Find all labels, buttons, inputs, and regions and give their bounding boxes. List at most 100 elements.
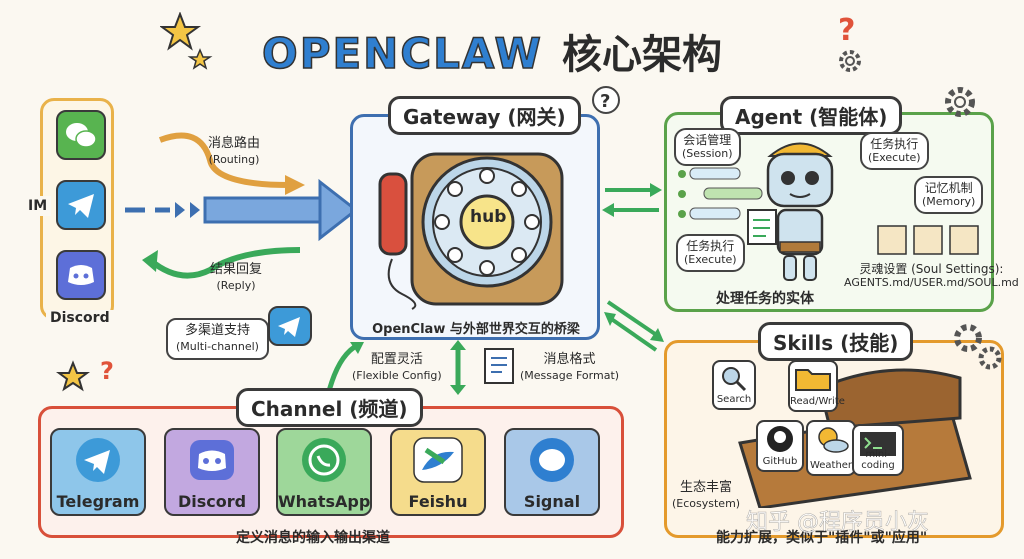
gateway-skills-arrows <box>604 300 664 352</box>
phone-icon <box>378 152 564 310</box>
execute-top-cn: 任务执行 <box>870 137 919 151</box>
memory-en: (Memory) <box>922 195 976 208</box>
execute-left-en: (Execute) <box>684 253 737 266</box>
wechat-app-icon[interactable] <box>56 110 106 160</box>
star-icon: ? <box>56 357 114 392</box>
gear-icon <box>839 50 861 72</box>
discord-icon <box>190 440 234 480</box>
channel-telegram-label: Telegram <box>56 492 140 511</box>
execute-top-en: (Execute) <box>868 151 921 164</box>
im-side-label: IM <box>24 196 52 216</box>
skills-caption: 能力扩展，类似于"插件"或"应用" <box>716 530 928 546</box>
multichannel-label-en: (Multi-channel) <box>176 340 259 353</box>
whatsapp-icon <box>302 438 346 482</box>
question-icon: ? <box>592 86 620 114</box>
channel-discord-label: Discord <box>177 492 247 511</box>
search-skill-label: Search <box>716 394 752 405</box>
execute-top-bubble: 任务执行 (Execute) <box>860 132 929 170</box>
telegram-icon <box>76 438 120 482</box>
session-cn: 会话管理 <box>683 133 732 147</box>
soul-settings: 灵魂设置 (Soul Settings): AGENTS.md/USER.md/… <box>844 262 1019 290</box>
memory-bubble: 记忆机制 (Memory) <box>914 176 984 214</box>
format-label: 消息格式 (Message Format) <box>520 352 619 384</box>
channel-caption: 定义消息的输入输出渠道 <box>236 530 390 546</box>
routing-label: 消息路由 (Routing) <box>208 136 260 168</box>
gateway-caption: OpenClaw 与外部世界交互的桥梁 <box>372 322 580 337</box>
page-title: OPENCLAW 核心架构 <box>261 22 782 79</box>
hub-label: hub <box>470 207 507 227</box>
weather-skill[interactable]: Weather <box>806 420 856 476</box>
config-label-cn: 配置灵活 <box>370 352 423 367</box>
skills-header: Skills (技能) <box>758 322 914 361</box>
minicoding-skill-label: mini-coding <box>861 449 895 471</box>
telegram-app-icon[interactable] <box>56 180 106 230</box>
github-skill[interactable]: GitHub <box>756 420 804 472</box>
readwrite-skill-label: Read/Write <box>790 396 845 407</box>
reply-label-cn: 结果回复 <box>210 262 263 277</box>
im-bottom-label: Discord <box>46 310 114 326</box>
title-cn: 核心架构 <box>561 32 722 78</box>
gear-icon <box>945 87 975 117</box>
search-icon <box>722 367 747 392</box>
search-skill[interactable]: Search <box>712 360 756 410</box>
ecosystem-cn: 生态丰富 <box>680 480 733 495</box>
channel-discord[interactable]: Discord <box>164 428 260 516</box>
format-label-cn: 消息格式 <box>543 352 596 367</box>
gateway-agent-arrows <box>602 183 662 217</box>
wechat-icon <box>66 123 97 148</box>
channel-whatsapp-label: WhatsApp <box>278 492 371 511</box>
channel-telegram[interactable]: Telegram <box>50 428 146 516</box>
config-label: 配置灵活 (Flexible Config) <box>352 352 442 384</box>
reply-label-en: (Reply) <box>216 279 256 292</box>
scroll-icon <box>877 225 979 255</box>
reply-label: 结果回复 (Reply) <box>210 262 262 294</box>
terminal-icon <box>860 432 896 456</box>
feishu-icon <box>413 437 463 483</box>
channel-feishu-label: Feishu <box>408 492 468 511</box>
github-icon <box>767 426 793 452</box>
minicoding-skill[interactable]: mini-coding <box>852 424 904 476</box>
robot-icon <box>747 142 834 281</box>
folder-icon <box>795 369 831 391</box>
routing-label-cn: 消息路由 <box>208 136 261 151</box>
soul-settings-files: AGENTS.md/USER.md/SOUL.md <box>844 276 1019 289</box>
title-latin: OPENCLAW <box>261 28 543 79</box>
readwrite-skill[interactable]: Read/Write <box>788 360 845 412</box>
agent-caption: 处理任务的实体 <box>716 291 814 307</box>
format-label-en: (Message Format) <box>520 369 620 382</box>
weather-icon <box>818 427 849 453</box>
svg-text:?: ? <box>100 357 114 385</box>
memory-cn: 记忆机制 <box>924 181 973 195</box>
execute-left-bubble: 任务执行 (Execute) <box>676 234 745 272</box>
telegram-icon <box>68 194 94 218</box>
routing-arrow <box>125 132 359 279</box>
channel-whatsapp[interactable]: WhatsApp <box>276 428 372 516</box>
discord-app-icon[interactable] <box>56 250 106 300</box>
routing-label-en: (Routing) <box>208 153 260 166</box>
agent-header: Agent (智能体) <box>720 96 903 135</box>
multichannel-label: 多渠道支持 (Multi-channel) <box>166 318 269 360</box>
ecosystem-en: (Ecosystem) <box>672 497 741 510</box>
config-label-en: (Flexible Config) <box>352 369 442 382</box>
signal-icon <box>530 438 574 482</box>
channel-signal[interactable]: Signal <box>504 428 600 516</box>
telegram-icon <box>278 317 300 337</box>
gateway-header: Gateway (网关) <box>388 96 581 135</box>
execute-left-cn: 任务执行 <box>686 239 735 253</box>
question-icon: ? <box>838 13 855 48</box>
multichannel-label-cn: 多渠道支持 <box>184 323 250 338</box>
soul-settings-cn: 灵魂设置 (Soul Settings): <box>859 262 1004 276</box>
session-bubble: 会话管理 (Session) <box>674 128 741 166</box>
star-icon <box>160 12 213 70</box>
discord-icon <box>68 265 94 285</box>
github-skill-label: GitHub <box>762 456 798 467</box>
session-list-icon <box>678 167 763 220</box>
channel-signal-label: Signal <box>523 492 581 511</box>
gear-icon <box>954 324 1002 370</box>
session-en: (Session) <box>682 147 733 160</box>
channel-feishu[interactable]: Feishu <box>390 428 486 516</box>
channel-header: Channel (频道) <box>236 388 423 427</box>
svg-text:?: ? <box>838 13 855 48</box>
weather-skill-label: Weather <box>809 460 853 471</box>
document-icon <box>484 348 514 384</box>
